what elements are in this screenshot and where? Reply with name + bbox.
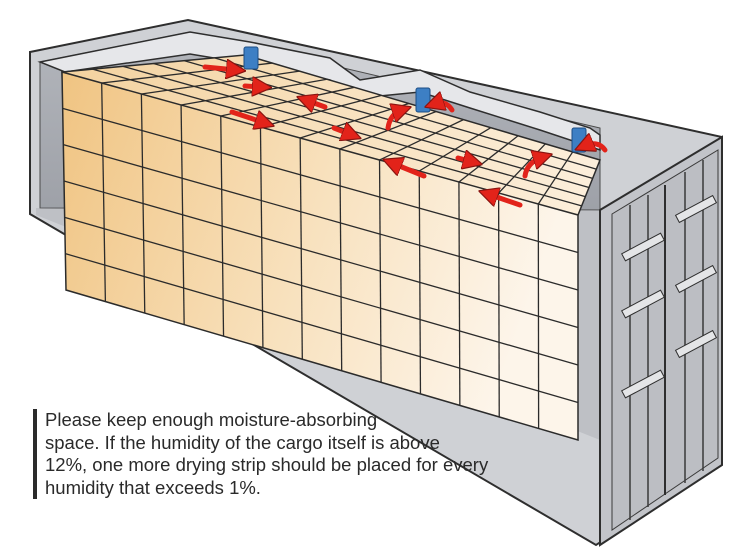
airflow-arrow-icon	[331, 128, 352, 135]
airflow-arrow-icon	[242, 86, 262, 87]
airflow-arrows	[202, 67, 608, 208]
caption-block: Please keep enough moisture-absorbing sp…	[33, 409, 553, 499]
container-door	[599, 135, 723, 547]
caption-text: Please keep enough moisture-absorbing sp…	[45, 409, 489, 498]
airflow-arrow-icon	[392, 163, 427, 179]
airflow-arrow-icon	[522, 157, 543, 179]
airflow-arrow-icon	[584, 144, 608, 153]
airflow-arrow-icon	[488, 194, 523, 208]
carton-row-line	[63, 180, 579, 329]
airflow-arrow-icon	[229, 109, 265, 123]
caption-accent-bar	[33, 409, 37, 499]
airflow-arrow-icon	[202, 67, 236, 70]
desiccant-bag-icon	[243, 46, 259, 70]
airflow-arrow-icon	[306, 100, 328, 107]
carton-top-line	[153, 62, 590, 189]
carton-top-line	[92, 68, 582, 207]
desiccant-bag-icon	[415, 87, 431, 113]
carton-row-line	[64, 216, 579, 366]
carton-row-line	[63, 144, 579, 291]
airflow-arrow-icon	[434, 103, 455, 113]
airflow-arrow-icon	[385, 110, 402, 131]
carton-row-line	[65, 253, 579, 404]
carton-row-line	[62, 107, 579, 254]
airflow-arrow-icon	[455, 158, 473, 162]
